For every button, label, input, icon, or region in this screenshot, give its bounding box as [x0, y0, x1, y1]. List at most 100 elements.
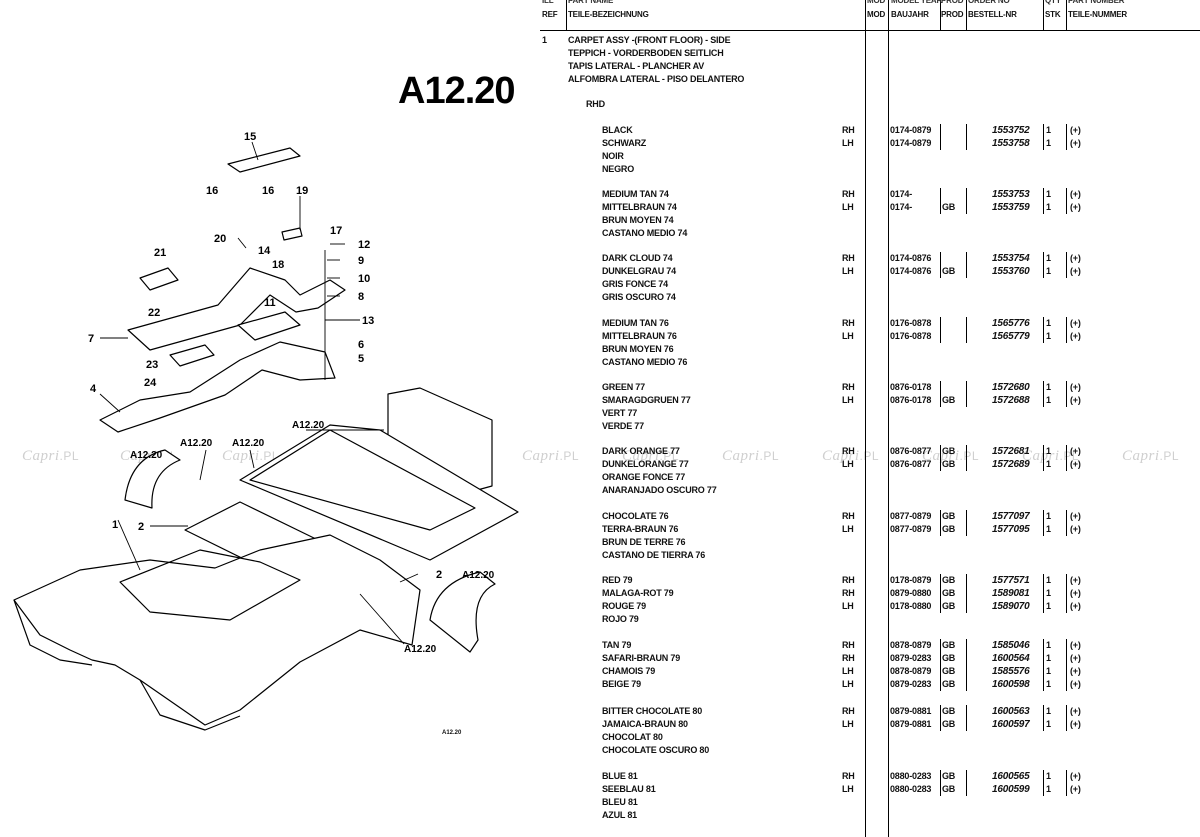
header-rule [540, 30, 1200, 31]
color-name: CASTANO DE TIERRA 76 [602, 550, 706, 560]
order-number: 1600599 [992, 784, 1030, 795]
model-year: 0879-0880 [890, 588, 932, 598]
row-rule [1043, 574, 1044, 613]
column-rule [566, 0, 567, 30]
column-rule [1066, 0, 1067, 30]
row-rule [1043, 705, 1044, 731]
order-number: 1572680 [992, 382, 1030, 393]
note: (+) [1070, 575, 1081, 585]
model-year: 0174-0879 [890, 125, 932, 135]
figure-code: A12.20 [398, 70, 516, 112]
quantity: 1 [1046, 588, 1051, 598]
header-ref: REF [542, 10, 558, 19]
model-year: 0174-0879 [890, 138, 932, 148]
order-number: 1553759 [992, 202, 1030, 213]
column-rule [888, 0, 889, 30]
row-rule [1066, 317, 1067, 343]
part-front-floor [13, 534, 421, 726]
header-prod: PROD [941, 10, 964, 19]
row-rule [940, 381, 941, 407]
side: LH [842, 331, 854, 341]
note: (+) [1070, 588, 1081, 598]
row-rule [1043, 510, 1044, 536]
order-number: 1553754 [992, 253, 1030, 264]
column-rule [865, 30, 866, 837]
part-tunnel-ridge [119, 549, 301, 621]
quantity: 1 [1046, 575, 1051, 585]
prod: GB [942, 784, 956, 794]
row-rule [966, 510, 967, 536]
row-rule [1043, 124, 1044, 150]
side: RH [842, 771, 855, 781]
row-rule [1066, 574, 1067, 613]
side: LH [842, 202, 854, 212]
color-name: CHOCOLATE OSCURO 80 [602, 745, 710, 755]
model-year: 0879-0881 [890, 706, 932, 716]
prod: GB [942, 446, 956, 456]
row-rule [966, 445, 967, 471]
row-rule [940, 510, 941, 536]
prod: GB [942, 588, 956, 598]
quantity: 1 [1046, 138, 1051, 148]
callout-15: 15 [244, 131, 256, 143]
order-number: 1553758 [992, 138, 1030, 149]
side: RH [842, 640, 855, 650]
part-tunnel-lower [99, 341, 336, 433]
quantity: 1 [1046, 266, 1051, 276]
prod: GB [942, 666, 956, 676]
model-year: 0174- [890, 202, 913, 212]
column-rule [888, 30, 889, 837]
watermark-brand: Capri [222, 448, 260, 464]
callout-10: 10 [358, 273, 370, 285]
prod: GB [942, 459, 956, 469]
color-name: BLEU 81 [602, 797, 638, 807]
part-front-floor-edge [13, 599, 93, 666]
order-number: 1585576 [992, 666, 1030, 677]
item-title-line: ALFOMBRA LATERAL - PISO DELANTERO [568, 74, 745, 84]
watermark-tld: .PL [559, 449, 580, 463]
side: LH [842, 266, 854, 276]
quantity: 1 [1046, 601, 1051, 611]
color-name: SEEBLAU 81 [602, 784, 656, 794]
model-year: 0879-0283 [890, 653, 932, 663]
color-name: CASTANO MEDIO 76 [602, 357, 688, 367]
side: LH [842, 138, 854, 148]
row-rule [966, 188, 967, 214]
part-clip [281, 227, 303, 241]
callout-2: 2 [138, 521, 144, 533]
color-name: BLACK [602, 125, 633, 135]
callout-7: 7 [88, 333, 94, 345]
part-rear-floor [239, 424, 519, 561]
order-number: 1572688 [992, 395, 1030, 406]
model-year: 0876-0178 [890, 382, 932, 392]
callout-16b: 16 [262, 185, 274, 197]
note: (+) [1070, 784, 1081, 794]
note: (+) [1070, 653, 1081, 663]
order-number: 1577095 [992, 524, 1030, 535]
row-rule [1043, 252, 1044, 278]
watermark: Capri.PL [1022, 448, 1079, 465]
color-name: TERRA-BRAUN 76 [602, 524, 679, 534]
column-rule [1043, 0, 1044, 30]
quantity: 1 [1046, 189, 1051, 199]
model-year: 0880-0283 [890, 771, 932, 781]
row-rule [1043, 317, 1044, 343]
note: (+) [1070, 601, 1081, 611]
header-cut-ref: ILL [542, 0, 554, 5]
note: (+) [1070, 771, 1081, 781]
note: (+) [1070, 666, 1081, 676]
callout-2b: 2 [436, 569, 442, 581]
watermark-tld: .PL [1059, 449, 1080, 463]
callout-9: 9 [358, 255, 364, 267]
callout-24: 24 [144, 377, 157, 389]
row-rule [940, 705, 941, 731]
item-title-line: TAPIS LATERAL - PLANCHER AV [568, 61, 705, 71]
row-rule [940, 188, 941, 214]
row-rule [966, 252, 967, 278]
callout-12: 12 [358, 239, 370, 251]
side: LH [842, 601, 854, 611]
prod: GB [942, 202, 956, 212]
quantity: 1 [1046, 459, 1051, 469]
color-name: MEDIUM TAN 76 [602, 318, 669, 328]
row-rule [940, 445, 941, 471]
